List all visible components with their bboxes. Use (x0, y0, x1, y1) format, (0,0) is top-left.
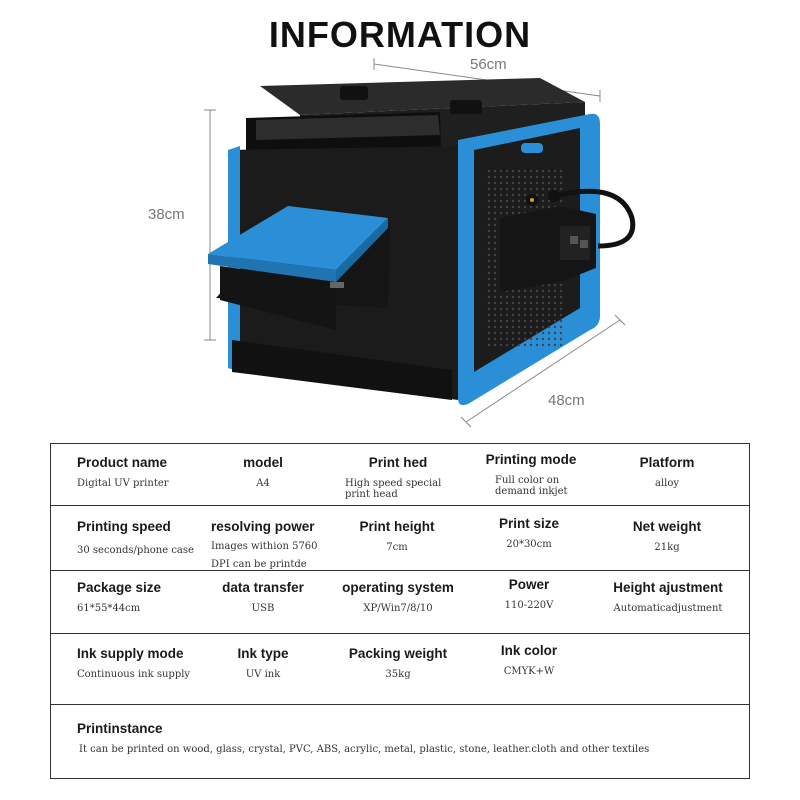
dimension-width: 56cm (470, 56, 507, 73)
printer-illustration (204, 58, 636, 428)
spec-package-size: Package size 61*55*44cm (77, 580, 162, 614)
spec-table: Product name Digital UV printer model A4… (50, 443, 750, 779)
spec-product-name: Product name Digital UV printer (77, 455, 169, 489)
printinstance-label: Printinstance (77, 721, 163, 736)
spec-print-head: Print hed High speed special print head (345, 455, 442, 500)
spec-print-height: Print height 7cm (359, 519, 435, 553)
spec-power: Power 110-220V (504, 577, 554, 611)
spec-print-size: Print size 20*30cm (498, 516, 560, 550)
spec-operating-system: operating system XP/Win7/8/10 (342, 580, 454, 614)
row-divider (51, 633, 749, 634)
spec-platform: Platform alloy (639, 455, 695, 489)
spec-net-weight: Net weight 21kg (632, 519, 702, 553)
spec-printing-speed: Printing speed 30 seconds/phone case (77, 519, 194, 556)
ink-tank (500, 188, 636, 292)
spec-data-transfer: data transfer USB (222, 580, 304, 614)
dimension-height: 38cm (148, 206, 185, 223)
spec-model: model A4 (243, 455, 283, 489)
spec-ink-type: Ink type UV ink (237, 646, 289, 680)
row-divider (51, 704, 749, 705)
row-divider (51, 505, 749, 506)
platform-tray (208, 206, 390, 330)
spec-packing-weight: Packing weight 35kg (348, 646, 448, 680)
dimension-depth: 48cm (548, 392, 585, 409)
spec-ink-supply-mode: Ink supply mode Continuous ink supply (77, 646, 191, 680)
spec-ink-color: Ink color CMYK+W (500, 643, 558, 677)
printinstance-value: It can be printed on wood, glass, crysta… (79, 744, 650, 755)
row-divider (51, 570, 749, 571)
spec-resolving-power: resolving power Images withion 5760 DPI … (211, 519, 318, 570)
spec-height-adjustment: Height ajustment Automaticadjustment (613, 580, 723, 614)
page-title: INFORMATION (268, 14, 532, 55)
spec-printing-mode: Printing mode Full color on demand inkje… (485, 452, 577, 497)
